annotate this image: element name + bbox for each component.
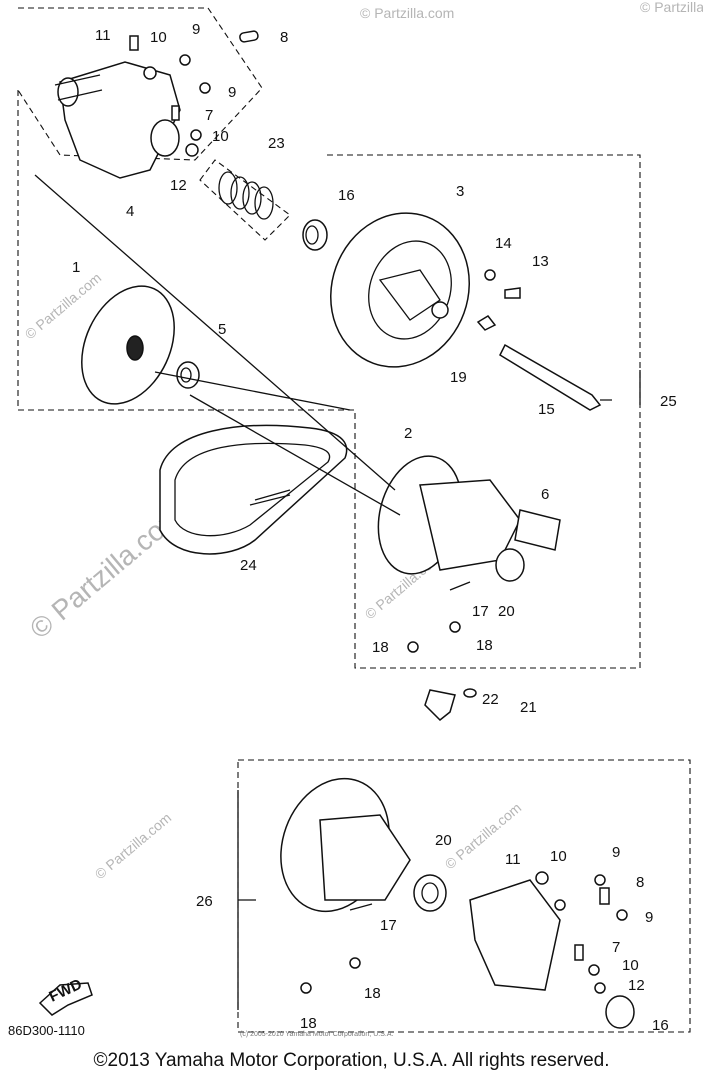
part-19-washer (476, 315, 497, 331)
callout-23: 23 (268, 135, 285, 152)
part-22-pin (463, 688, 477, 698)
callout-21: 21 (520, 699, 537, 716)
part-23-spring (218, 171, 274, 220)
callout-17: 17 (472, 603, 489, 620)
part-21-weight (424, 689, 456, 722)
callout-2: 2 (404, 425, 412, 442)
part-9-a (179, 54, 191, 66)
callout-1: 1 (72, 259, 80, 276)
small-print: (c) 2005-2010 Yamaha Motor Corporation, … (240, 1031, 394, 1038)
callout-18-b: 18 (476, 637, 493, 654)
watermark-top: © Partzilla.com (360, 5, 454, 21)
bracket-25 (600, 370, 641, 405)
spring-box (199, 159, 291, 241)
callout-kit-8: 8 (636, 874, 644, 891)
part-1-sheave (81, 285, 175, 405)
copyright-footer: ©2013 Yamaha Motor Corporation, U.S.A. A… (93, 1050, 610, 1071)
alignment-lines (34, 174, 401, 516)
callout-4: 4 (126, 203, 134, 220)
part-11-bolt (129, 35, 139, 51)
callout-kit-9-a: 9 (612, 844, 620, 861)
callout-10-top: 10 (150, 29, 167, 46)
part-14-washer (484, 269, 496, 281)
primary-sheave-box (17, 90, 641, 669)
watermark-top-right: © Partzilla.com (640, 0, 703, 15)
watermark-lower: © Partzilla.com (92, 809, 175, 882)
upper-subassembly-box (17, 7, 263, 161)
callout-18-a: 18 (372, 639, 389, 656)
part-3-cover (330, 212, 470, 368)
callout-3: 3 (456, 183, 464, 200)
callout-kit-12: 12 (628, 977, 645, 994)
part-18-nut-b (407, 641, 419, 653)
kit-26-assembly (237, 777, 635, 1029)
part-17-pin (449, 581, 471, 591)
callout-kit-11: 11 (505, 851, 521, 868)
callout-20: 20 (498, 603, 515, 620)
part-18-nut-a (449, 621, 461, 633)
callout-kit-17: 17 (380, 917, 397, 934)
callout-7: 7 (205, 107, 213, 124)
part-13-screw (504, 287, 521, 299)
callout-26: 26 (196, 893, 213, 910)
part-2-secondary-sheave (377, 455, 561, 582)
part-24-belt (159, 424, 348, 555)
callout-13: 13 (532, 253, 549, 270)
part-10-washer-b (190, 129, 202, 141)
part-7-pin (171, 105, 180, 121)
callout-6: 6 (541, 486, 549, 503)
callout-19: 19 (450, 369, 467, 386)
callout-25: 25 (660, 393, 677, 410)
callout-16: 16 (338, 187, 355, 204)
callout-kit-10-b: 10 (622, 957, 639, 974)
diagram-code: 86D300-1110 (8, 1023, 85, 1038)
part-12-collar (185, 143, 199, 157)
part-9-b (199, 82, 211, 94)
callout-kit-7: 7 (612, 939, 620, 956)
callout-5: 5 (218, 321, 226, 338)
callout-kit-9-b: 9 (645, 909, 653, 926)
callouts: 11 10 9 8 9 7 10 12 4 23 16 3 14 13 1 5 … (72, 21, 677, 1034)
callout-9-top: 9 (192, 21, 200, 38)
part-15-bolt (499, 343, 602, 411)
callout-8: 8 (280, 29, 288, 46)
callout-kit-20: 20 (435, 832, 452, 849)
callout-10-b: 10 (212, 128, 229, 145)
callout-14: 14 (495, 235, 512, 252)
callout-15: 15 (538, 401, 555, 418)
part-8-pin (239, 30, 259, 43)
part-10-washer-a (143, 66, 157, 80)
callout-9-b: 9 (228, 84, 236, 101)
kit-26-box (237, 759, 691, 1033)
callout-11: 11 (95, 27, 111, 44)
callout-kit-18-b: 18 (300, 1015, 317, 1032)
callout-kit-16: 16 (652, 1017, 669, 1034)
callout-12: 12 (170, 177, 187, 194)
part-16-bushing (302, 219, 328, 251)
forward-arrow-icon: FWD (38, 976, 93, 1016)
callout-kit-18-a: 18 (364, 985, 381, 1002)
callout-24: 24 (240, 557, 257, 574)
part-5-bushing (176, 361, 200, 389)
callout-kit-10-a: 10 (550, 848, 567, 865)
part-4-spider (54, 61, 181, 179)
callout-22: 22 (482, 691, 499, 708)
